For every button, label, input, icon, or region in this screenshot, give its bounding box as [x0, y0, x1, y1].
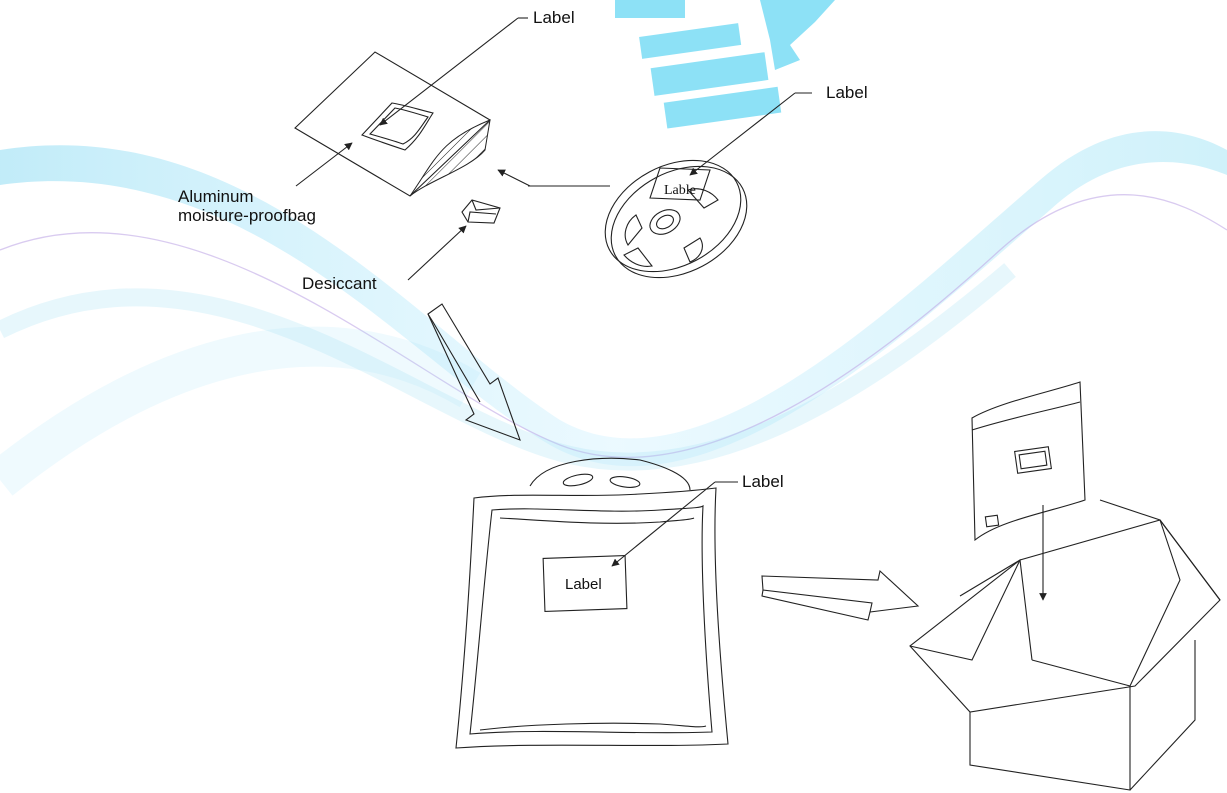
- label-top-text: Label: [533, 8, 575, 27]
- aluminum-bag-illustration: [294, 51, 491, 197]
- reel-sticker-text: Lable: [664, 183, 696, 198]
- reel-illustration: [604, 159, 748, 279]
- aluminum-text-line1: Aluminum: [178, 187, 254, 206]
- desiccant-leader: [407, 225, 467, 281]
- label-bag-leader: [611, 481, 716, 567]
- label-bag-sticker-text: Label: [565, 576, 602, 593]
- carton-box-illustration: [909, 381, 1221, 791]
- aluminum-text-line2: moisture-proofbag: [178, 206, 316, 225]
- hollow-arrow-right: [761, 569, 920, 621]
- hollow-arrow-down: [427, 303, 521, 441]
- label-bag-callout-text: Label: [742, 472, 784, 491]
- sealed-bag-illustration: [455, 457, 729, 749]
- desiccant-illustration: [461, 199, 501, 224]
- aluminum-leader: [295, 142, 353, 187]
- background-swoosh: [0, 131, 1227, 496]
- label-reel-leader: [689, 92, 796, 176]
- label-reel-text: Label: [826, 83, 868, 102]
- label-top-leader: [379, 17, 519, 126]
- reel-to-bag-arrow: [497, 169, 531, 187]
- desiccant-text: Desiccant: [302, 274, 377, 293]
- watermark-logo: [615, 0, 835, 129]
